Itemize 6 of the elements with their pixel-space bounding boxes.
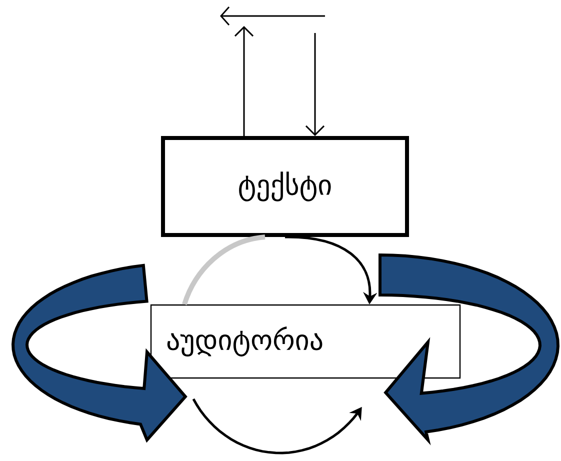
arrow: [234, 26, 254, 136]
arrow: [305, 33, 325, 136]
text-box: ტექსტი: [161, 136, 409, 237]
curved-arrow: [378, 253, 560, 446]
curved-line: [182, 234, 266, 306]
label-box: აუდიტორია: [150, 304, 461, 379]
